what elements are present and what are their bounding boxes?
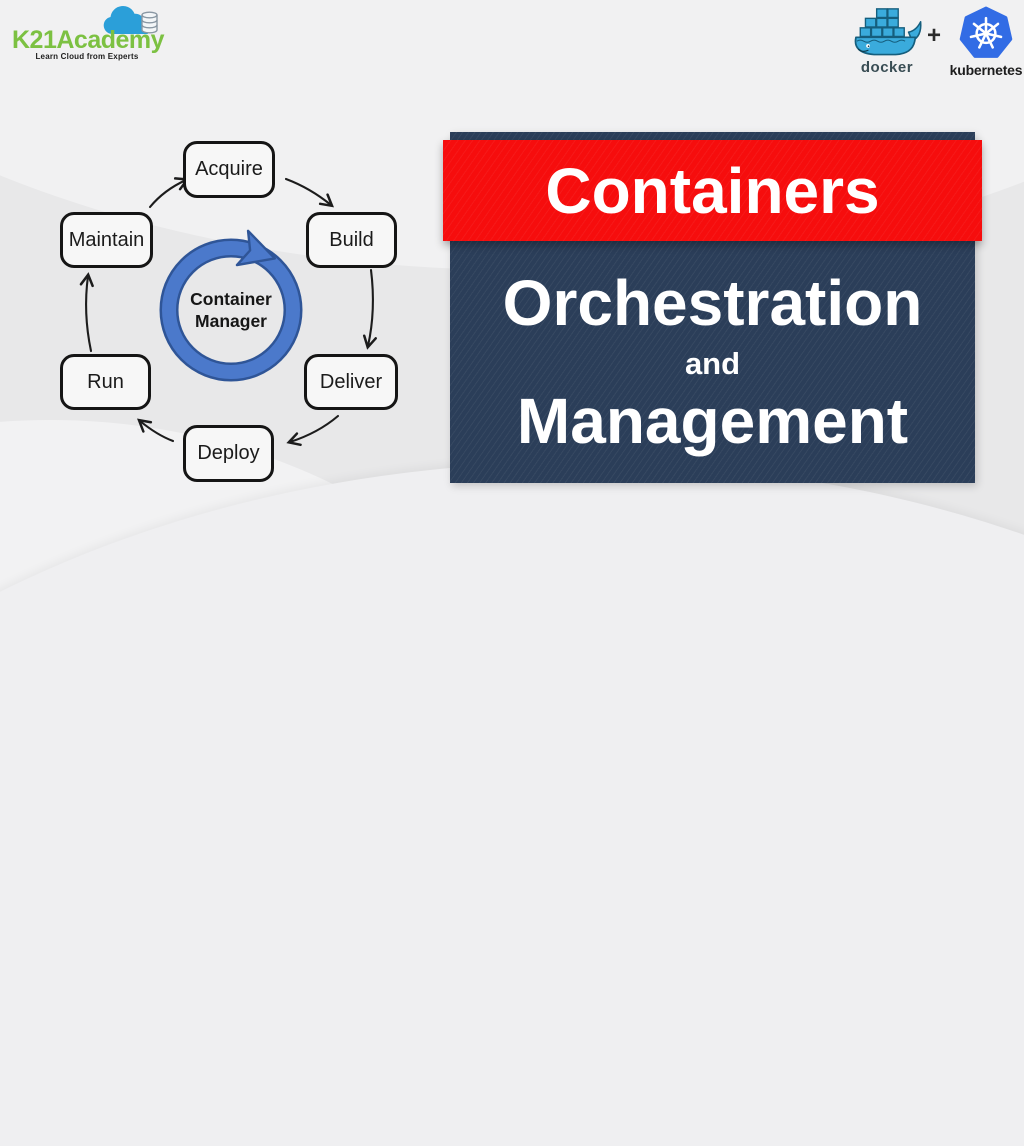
arrow-build-to-deliver	[362, 268, 378, 350]
stage-maintain: Maintain	[60, 212, 153, 268]
container-manager-label: Container Manager	[176, 288, 286, 332]
stage-run-label: Run	[87, 370, 124, 393]
title-panel-body: Orchestration and Management	[450, 242, 975, 483]
docker-whale-icon	[854, 8, 922, 56]
k21academy-wordmark: K21Academy	[12, 26, 165, 54]
stage-deliver: Deliver	[304, 354, 398, 410]
stage-build-label: Build	[329, 228, 374, 251]
docker-logo: docker	[846, 8, 928, 76]
tech-logos: docker + kubernetes	[844, 0, 1024, 92]
kubernetes-label: kubernetes	[949, 62, 1023, 78]
container-lifecycle-diagram: Container Manager Acquire Build Deliver …	[0, 0, 450, 573]
title-line-management: Management	[516, 384, 909, 457]
docker-label: docker	[860, 59, 914, 76]
arrow-acquire-to-build	[284, 177, 334, 208]
stage-run: Run	[60, 354, 151, 410]
k21academy-logo: K21Academy Learn Cloud from Experts	[12, 2, 172, 66]
arrow-maintain-to-acquire	[148, 177, 190, 209]
banner-text: Containers	[545, 154, 880, 227]
stage-acquire: Acquire	[183, 141, 275, 198]
stage-acquire-label: Acquire	[195, 158, 263, 180]
stage-maintain-label: Maintain	[68, 228, 145, 251]
cloud-database-icon	[103, 5, 158, 34]
plus-sign: +	[927, 22, 942, 49]
stage-deploy: Deploy	[183, 425, 274, 482]
arrow-deploy-to-run	[137, 418, 175, 443]
k21academy-tagline: Learn Cloud from Experts	[35, 52, 139, 61]
kubernetes-logo: kubernetes	[948, 6, 1024, 78]
cycle-ring-icon	[159, 229, 303, 382]
title-banner: Containers	[443, 140, 982, 241]
title-line-orchestration: Orchestration	[502, 267, 923, 340]
arrow-deliver-to-deploy	[286, 414, 340, 447]
title-line-and: and	[684, 345, 741, 381]
stage-deliver-label: Deliver	[319, 370, 383, 393]
stage-deploy-label: Deploy	[197, 442, 260, 464]
kubernetes-helm-icon	[959, 6, 1013, 58]
diagram-arrows	[79, 177, 378, 447]
arrow-run-to-maintain	[79, 272, 94, 353]
stage-build: Build	[306, 212, 397, 268]
container-manager-line1: Container	[190, 289, 272, 309]
container-manager-line2: Manager	[195, 311, 267, 331]
